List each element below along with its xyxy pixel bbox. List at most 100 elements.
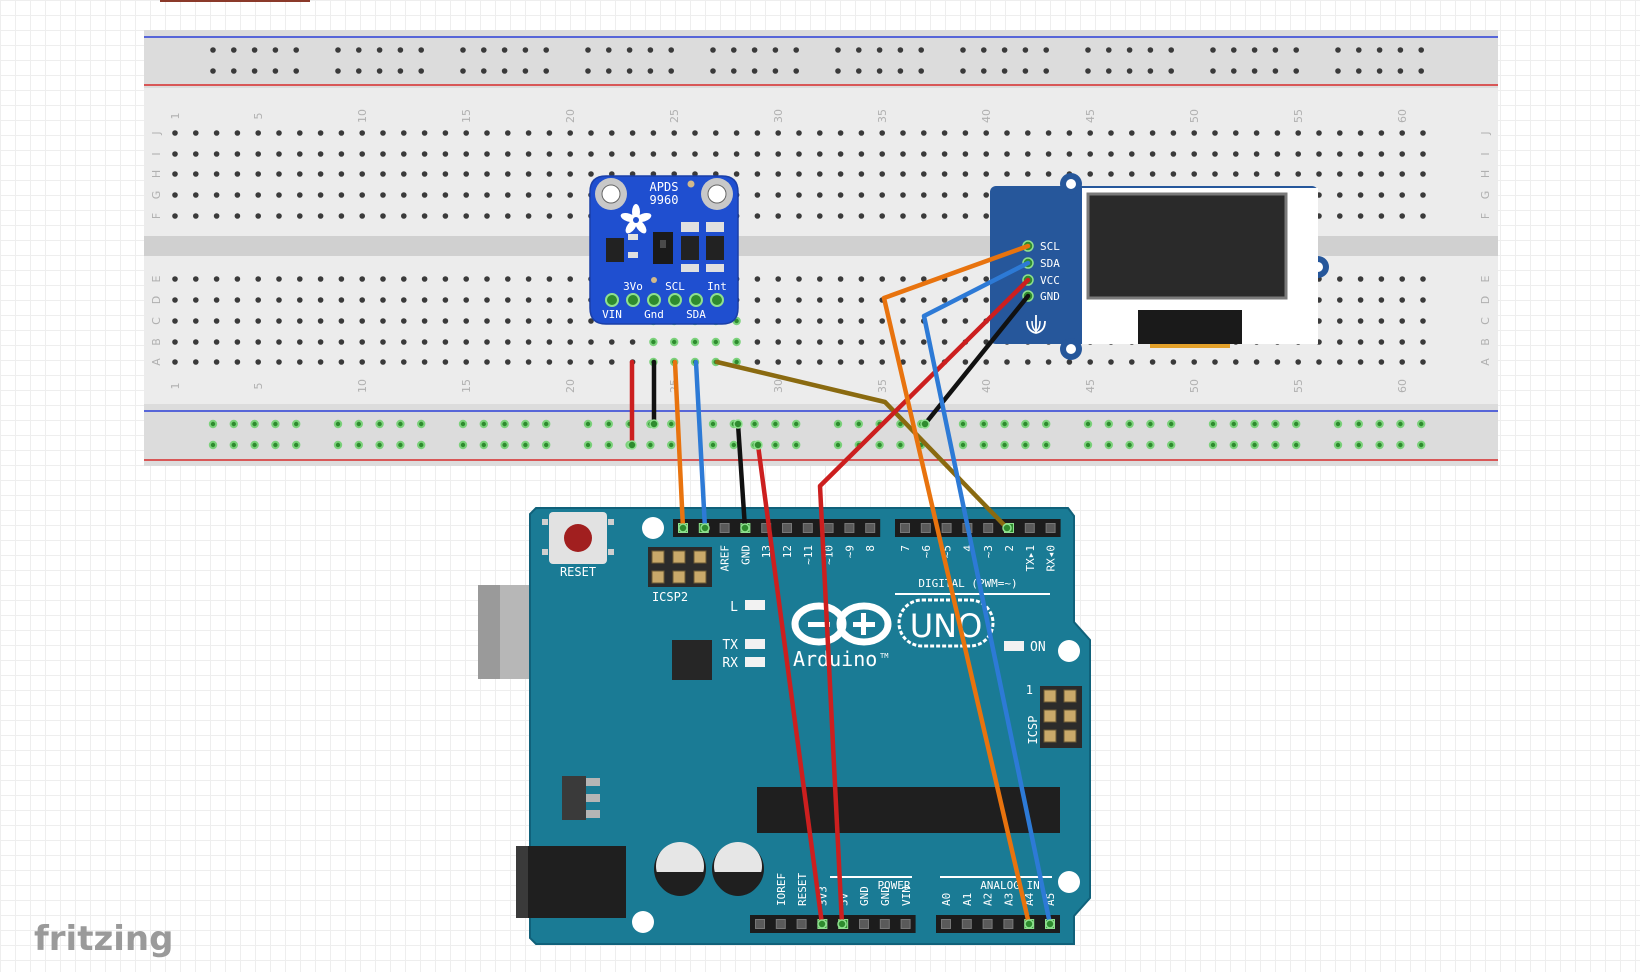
rail-hole xyxy=(606,47,612,53)
dc-jack-edge xyxy=(516,846,528,918)
wire-arduino-3v3-power[interactable] xyxy=(755,442,825,927)
breadboard-hole xyxy=(213,297,220,303)
rail-hole xyxy=(272,47,279,53)
breadboard-hole xyxy=(879,192,885,198)
breadboard-hole xyxy=(1045,130,1052,136)
row-letter: E xyxy=(150,275,163,282)
wire-apds-sda-arduino[interactable] xyxy=(693,359,708,531)
breadboard-hole xyxy=(546,130,553,136)
breadboard-hole xyxy=(858,318,865,324)
breadboard-hole xyxy=(796,171,802,177)
breadboard-hole xyxy=(567,318,573,324)
rail-hole xyxy=(418,47,425,53)
arduino-pin-label: GND xyxy=(739,545,752,565)
breadboard-hole xyxy=(380,318,386,324)
breadboard-hole xyxy=(567,151,573,157)
breadboard-hole xyxy=(463,339,470,345)
breadboard-hole xyxy=(879,359,885,365)
breadboard-hole xyxy=(1399,276,1405,282)
apds-pin-pad xyxy=(626,293,640,307)
breadboard-hole xyxy=(317,318,324,324)
arduino-pin-label: TX▸1 xyxy=(1024,545,1037,572)
reset-button[interactable] xyxy=(564,524,592,552)
breadboard-hole xyxy=(505,192,511,198)
rail-hole xyxy=(833,440,843,450)
apds-label-sda: SDA xyxy=(686,308,706,321)
led-l xyxy=(745,600,765,610)
wire-arduino-gnd-ground[interactable] xyxy=(735,421,748,531)
rail-hole xyxy=(1042,440,1051,450)
breadboard-hole xyxy=(588,318,594,324)
breadboard-hole xyxy=(1274,151,1281,157)
wire-apds-int-d2[interactable] xyxy=(714,359,1010,531)
breadboard-hole xyxy=(1357,276,1364,282)
breadboard-hole xyxy=(172,276,178,282)
breadboard-hole xyxy=(380,297,386,303)
breadboard-hole xyxy=(255,171,261,177)
breadboard-hole xyxy=(900,192,906,198)
rail-hole xyxy=(501,47,508,53)
breadboard-hole xyxy=(796,192,802,198)
breadboard-hole xyxy=(193,318,199,324)
breadboard-hole xyxy=(505,171,511,177)
rail-hole xyxy=(710,68,716,74)
rail-hole xyxy=(583,419,593,429)
breadboard-hole xyxy=(1004,130,1010,136)
breadboard-hole xyxy=(317,297,324,303)
oled-pin-label-gnd: GND xyxy=(1040,290,1060,303)
rail-hole xyxy=(521,419,530,429)
rail-hole xyxy=(647,68,654,74)
breadboard-hole xyxy=(1420,297,1426,303)
breadboard-hole xyxy=(255,359,261,365)
breadboard-hole xyxy=(900,151,906,157)
breadboard-hole xyxy=(484,297,490,303)
rail-hole xyxy=(918,47,924,53)
breadboard-hole xyxy=(879,213,885,219)
rail-hole xyxy=(460,68,466,74)
rail-hole xyxy=(397,68,404,74)
breadboard-hole xyxy=(401,359,407,365)
breadboard-hole xyxy=(609,151,615,157)
wire-oled-scl-a4[interactable] xyxy=(881,243,1032,927)
rail-hole xyxy=(460,47,466,53)
column-number-top: 40 xyxy=(980,109,993,123)
arduino-uno[interactable]: RESET ICSP2 L TX RX ON Arduino TM UNO DI… xyxy=(478,507,1091,945)
breadboard-hole xyxy=(1295,359,1301,365)
breadboard-hole xyxy=(442,130,449,136)
breadboard-hole xyxy=(1149,130,1156,136)
rail-hole xyxy=(1292,419,1301,429)
rail-hole xyxy=(522,68,529,74)
column-number-bottom: 20 xyxy=(564,379,577,393)
breadboard-hole xyxy=(234,297,241,303)
breadboard-hole xyxy=(193,276,199,282)
rail-hole xyxy=(354,440,363,450)
breadboard-hole xyxy=(546,339,553,345)
digital-header-right xyxy=(895,519,1061,537)
wire-oled-sda-a5[interactable] xyxy=(921,260,1053,927)
breadboard-hole xyxy=(1357,151,1364,157)
arduino-pin-label: 4 xyxy=(961,545,974,552)
rail-hole xyxy=(250,440,259,450)
breadboard-hole xyxy=(962,151,969,157)
breadboard-hole xyxy=(484,171,490,177)
row-letter: C xyxy=(150,317,163,325)
breadboard-hole xyxy=(442,339,449,345)
oled-mount-bottom xyxy=(1066,344,1076,354)
apds-pin-pad xyxy=(605,293,619,307)
rail-hole xyxy=(272,68,279,74)
breadboard-hole xyxy=(234,318,241,324)
breadboard-hole xyxy=(1129,151,1135,157)
rail-hole xyxy=(1376,68,1383,74)
rail-hole xyxy=(667,440,676,450)
rail-hole xyxy=(293,47,300,53)
wire-arduino-5v-oled-vcc[interactable] xyxy=(817,277,1031,927)
wire-apds-scl-arduino[interactable] xyxy=(672,359,686,531)
arduino-pin-label: ~3 xyxy=(982,545,995,558)
rail-hole xyxy=(1229,440,1239,450)
breadboard-hole xyxy=(1420,192,1426,198)
header-pin xyxy=(879,919,890,929)
rail-hole xyxy=(1356,68,1362,74)
